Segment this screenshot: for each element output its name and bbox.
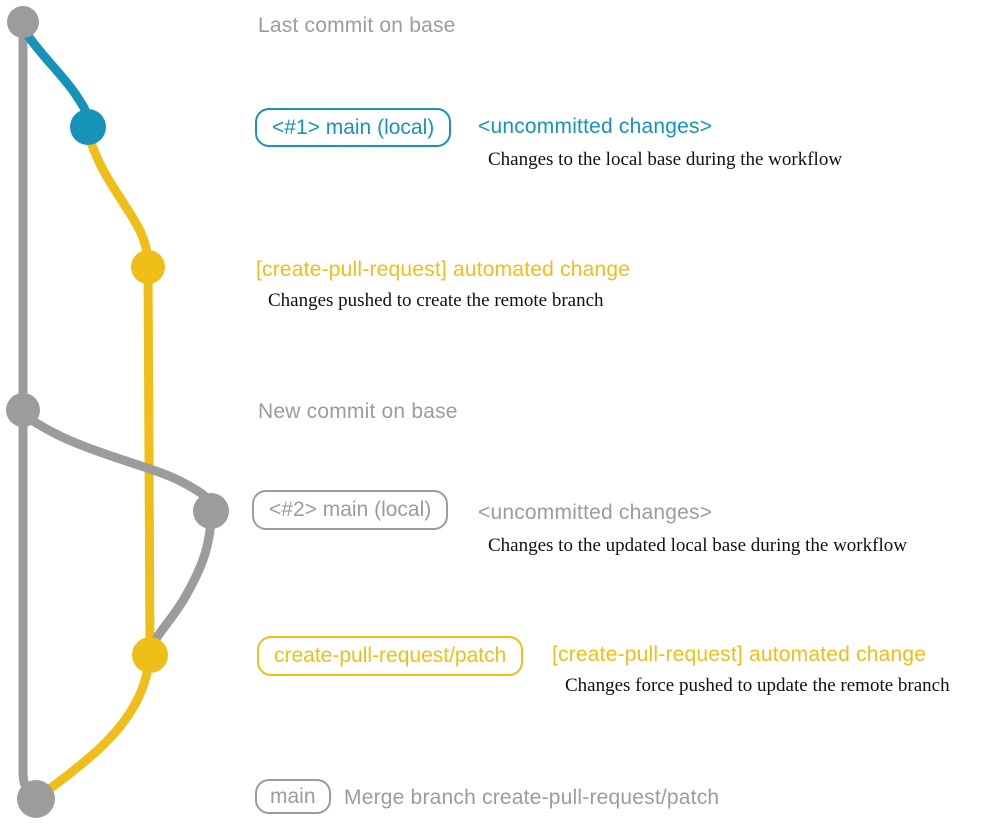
commit-node-new-base (6, 393, 40, 427)
automated-change-1-label: [create-pull-request] automated change (256, 258, 631, 281)
patch-branch-line (85, 135, 155, 655)
local-main-branch-line (21, 28, 93, 129)
new-commit-on-base-label: New commit on base (258, 400, 458, 423)
branch-badge-patch: create-pull-request/patch (257, 636, 524, 676)
patch-merge-line (39, 655, 154, 798)
uncommitted-changes-1-label: <uncommitted changes> (478, 115, 713, 138)
commit-node-local-main-2 (193, 493, 229, 529)
local-base-changes-caption: Changes to the local base during the wor… (488, 149, 843, 170)
branch-badge-local-main-2: <#2> main (local) (252, 490, 449, 530)
commit-node-local-main-1 (70, 109, 106, 145)
commit-node-merge (17, 780, 55, 818)
updated-local-base-changes-caption: Changes to the updated local base during… (488, 535, 907, 556)
push-create-branch-caption: Changes pushed to create the remote bran… (268, 290, 604, 311)
branch-badge-local-main-1: <#1> main (local) (255, 108, 452, 147)
updated-local-main-line (21, 411, 216, 655)
commit-node-automated-change-1 (131, 250, 165, 284)
commit-node-last-base (7, 6, 39, 38)
merge-branch-label: Merge branch create-pull-request/patch (344, 786, 720, 809)
last-commit-on-base-label: Last commit on base (258, 14, 456, 37)
uncommitted-changes-2-label: <uncommitted changes> (478, 501, 713, 524)
commit-node-automated-change-2 (132, 637, 168, 673)
branch-badge-main: main (255, 779, 331, 814)
force-push-caption: Changes force pushed to update the remot… (565, 675, 950, 696)
automated-change-2-label: [create-pull-request] automated change (552, 643, 927, 666)
